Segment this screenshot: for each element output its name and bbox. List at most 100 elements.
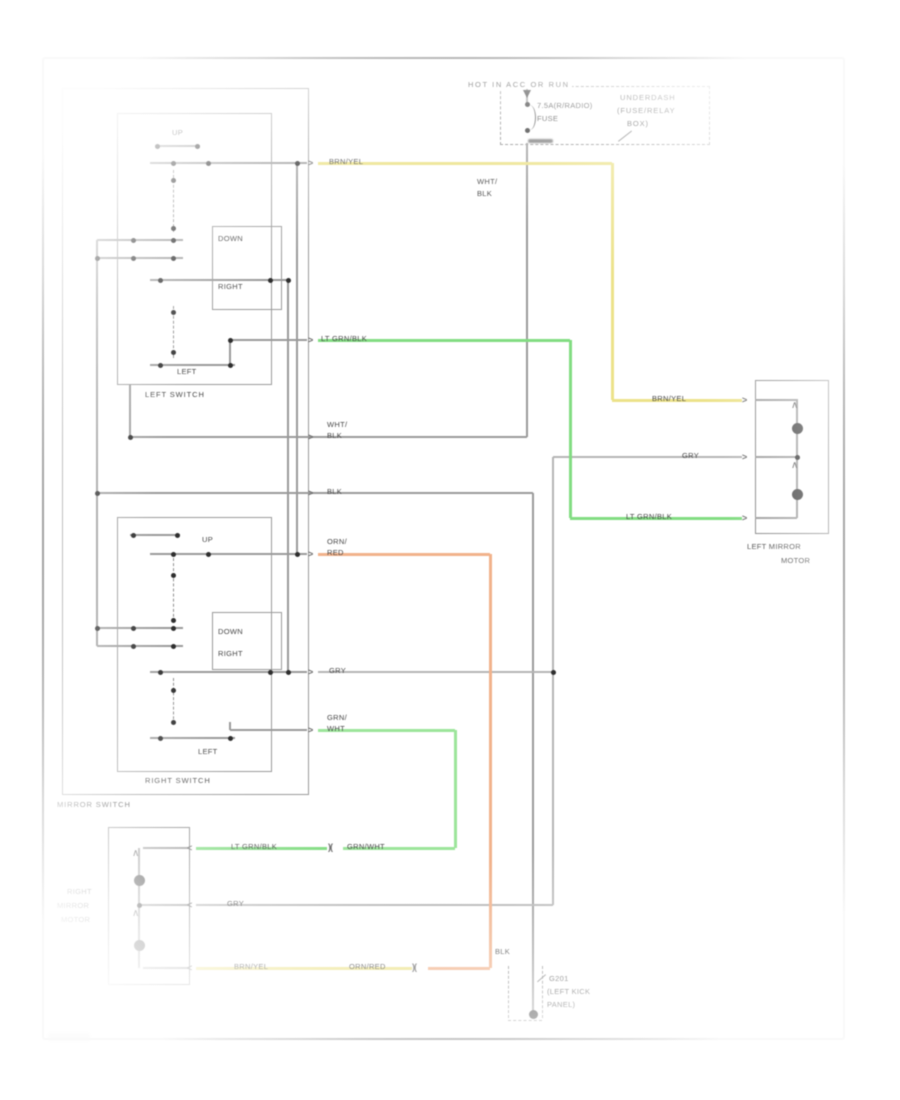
- fuse-word-label: FUSE: [537, 114, 559, 123]
- connector-pin-icon: >: [742, 451, 748, 462]
- junction-dot: [794, 454, 800, 460]
- motor-winding-icon: ∧: [791, 400, 799, 411]
- wire-label-lt-grn-blk: LT GRN/BLK: [321, 334, 368, 343]
- connector-pin-icon: >: [308, 548, 314, 559]
- wire-label-grn-wht-line1: GRN/: [327, 713, 347, 722]
- junction-dot: [170, 225, 176, 231]
- junction-dot: [170, 687, 176, 693]
- motor-armature-icon: [134, 875, 145, 886]
- left-switch-label: LEFT SWITCH: [145, 390, 205, 399]
- connector-pin-icon: >: [742, 512, 748, 523]
- circuit-line: [129, 385, 131, 437]
- circuit-line: [526, 143, 528, 437]
- feed-wire-label-line2: BLK: [477, 189, 493, 198]
- inline-connector-icon: )(: [412, 962, 417, 972]
- circuit-line: [287, 280, 289, 672]
- down-label-left-switch: DOWN: [218, 234, 243, 243]
- fusebox-name-line1: UNDERDASH: [620, 93, 676, 102]
- connector-pin-icon: <: [187, 899, 193, 910]
- motor-winding-icon: ∧: [132, 848, 140, 859]
- dashed-line: [542, 966, 543, 1018]
- junction-dot: [157, 669, 163, 675]
- circuit-line: [155, 145, 200, 147]
- junction-dot: [170, 255, 176, 261]
- left-motor-label-line1: LEFT MIRROR: [747, 542, 801, 551]
- junction-dot: [130, 625, 136, 631]
- power-feed-arrow-icon: [523, 90, 531, 98]
- junction-dot: [170, 177, 176, 183]
- wire-label-gry: GRY: [329, 666, 347, 675]
- ground-location-line2: PANEL): [547, 1000, 576, 1009]
- connector-pin-icon: >: [742, 394, 748, 405]
- wire-label-gry-bottom: GRY: [227, 899, 245, 908]
- hot-feed-label: HOT IN ACC OR RUN: [466, 80, 572, 89]
- circuit-line: [143, 967, 189, 969]
- junction-dot: [170, 160, 176, 166]
- junction-dot: [170, 572, 176, 578]
- up-label-left-switch: UP: [172, 128, 184, 137]
- junction-dot: [170, 237, 176, 243]
- junction-dot: [154, 143, 160, 149]
- circuit-line: [150, 671, 307, 673]
- wire-label-lt-grn-blk-bottom: LT GRN/BLK: [231, 842, 278, 851]
- circuit-line: [150, 737, 235, 739]
- circuit-line: [229, 722, 231, 730]
- junction-dot: [130, 532, 136, 538]
- wire-label-wht-blk-line1: WHT/: [327, 420, 348, 429]
- corner-mark: [48, 1033, 90, 1041]
- dashed-line: [508, 966, 509, 1018]
- junction-dot: [170, 643, 176, 649]
- wire-label-blk: BLK: [327, 487, 343, 496]
- junction-dot: [550, 669, 556, 675]
- junction-dot: [174, 532, 180, 538]
- wire-segment: [553, 455, 742, 459]
- junction-dot: [205, 551, 211, 557]
- circuit-line: [532, 493, 534, 1014]
- junction-dot: [227, 735, 233, 741]
- wire-segment: [568, 340, 572, 518]
- ground-location-line1: (LEFT KICK: [547, 987, 591, 996]
- junction-dot: [94, 625, 100, 631]
- junction-dot: [157, 362, 163, 368]
- junction-dot: [285, 669, 291, 675]
- wire-label-grn-wht-bottom: GRN/WHT: [347, 842, 385, 851]
- up-label-right-switch: UP: [202, 535, 214, 544]
- motor-armature-icon: [792, 423, 803, 434]
- circuit-line: [97, 492, 533, 494]
- right-switch-label: RIGHT SWITCH: [145, 776, 211, 785]
- junction-dot: [205, 160, 211, 166]
- wire-segment: [551, 457, 555, 905]
- connector-mark: [528, 139, 553, 143]
- inline-connector-icon: )(: [328, 842, 333, 852]
- circuit-line: [296, 163, 298, 554]
- down-label-right-switch: DOWN: [218, 627, 243, 636]
- circuit-line: [143, 847, 189, 849]
- circuit-line: [150, 364, 235, 366]
- junction-dot: [130, 643, 136, 649]
- wire-label-brn-yel: BRN/YEL: [329, 157, 364, 166]
- motor-armature-icon: [134, 940, 145, 951]
- junction-dot: [157, 735, 163, 741]
- motor-winding-icon: ∧: [132, 908, 140, 919]
- junction-dot: [170, 617, 176, 623]
- junction-dot: [227, 362, 233, 368]
- wire-label-orn-red-line1: ORN/: [327, 537, 347, 546]
- junction-dot: [170, 349, 176, 355]
- dashed-line: [173, 678, 174, 724]
- wire-segment: [196, 903, 553, 907]
- circuit-line: [139, 904, 189, 906]
- circuit-line: [755, 456, 797, 458]
- right-motor-label-line3: MOTOR: [61, 915, 91, 924]
- circuit-line: [229, 340, 231, 365]
- connector-pin-icon: >: [308, 724, 314, 735]
- junction-dot: [94, 490, 100, 496]
- wire-segment: [453, 730, 457, 848]
- wire-segment: [488, 554, 492, 968]
- left-motor-label-line2: MOTOR: [781, 556, 811, 565]
- connector-pin-icon: <: [187, 842, 193, 853]
- motor-winding-icon: ∧: [791, 460, 799, 471]
- fusebox-name-line2: (FUSE/RELAY: [617, 106, 676, 115]
- wire-label-orn-red-bottom: ORN/RED: [349, 962, 386, 971]
